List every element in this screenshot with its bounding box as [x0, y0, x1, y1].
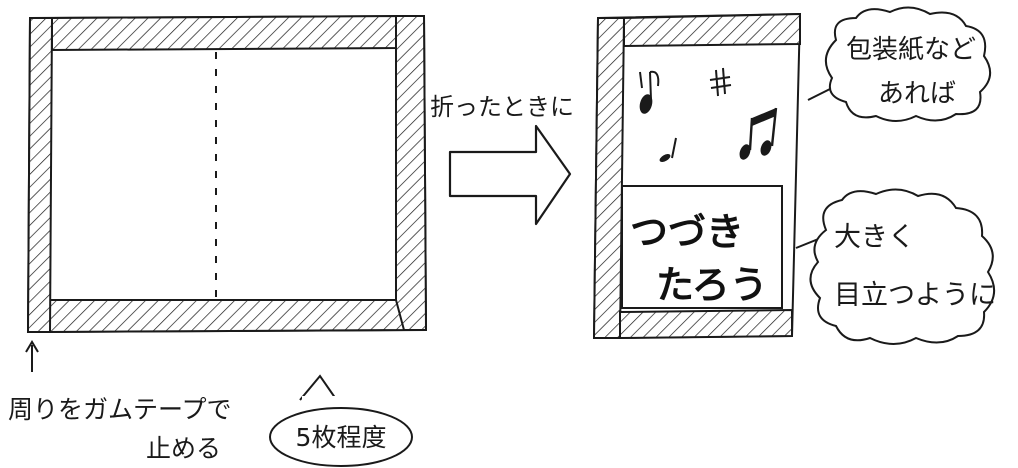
wrapping-paper-bubble: 包装紙など あれば [807, 6, 991, 122]
count-note: 5枚程度 [296, 423, 387, 452]
unfolded-sheet [26, 14, 428, 334]
title-line2: たろう [656, 263, 768, 307]
beamed-notes-icon [739, 107, 778, 160]
tape-note-line2: 止める [146, 434, 221, 463]
cover-bottom-tape [619, 308, 793, 340]
top-tape-strip [51, 14, 397, 52]
count-bubble: 5枚程度 [269, 374, 413, 467]
fold-label: 折ったときに [430, 93, 574, 121]
title-line1: つづき [630, 210, 744, 254]
eighth-note-icon [639, 70, 660, 114]
stand-out-bubble: 大きく 目立つように [795, 188, 996, 345]
sharp-icon [709, 67, 732, 97]
cover-top-tape [623, 12, 801, 48]
cover-spine-tape [592, 17, 626, 339]
quarter-note-icon [659, 137, 677, 162]
left-tape-strip [26, 17, 54, 333]
big-note-line2: 目立つように [834, 280, 996, 311]
title-box [621, 185, 783, 309]
tape-note-line1: 周りをガムテープで [8, 395, 232, 424]
big-right-arrow [448, 124, 572, 226]
big-note-line1: 大きく [834, 222, 915, 253]
folded-cover: つづき たろう [592, 12, 802, 340]
wrap-note-line2: あれば [878, 79, 956, 109]
sheet-outline [26, 14, 428, 334]
right-tape-strip [395, 15, 428, 331]
wrap-note-line1: 包装紙など [846, 35, 976, 65]
up-arrow-icon [25, 340, 39, 372]
bottom-tape-strip [45, 299, 405, 334]
